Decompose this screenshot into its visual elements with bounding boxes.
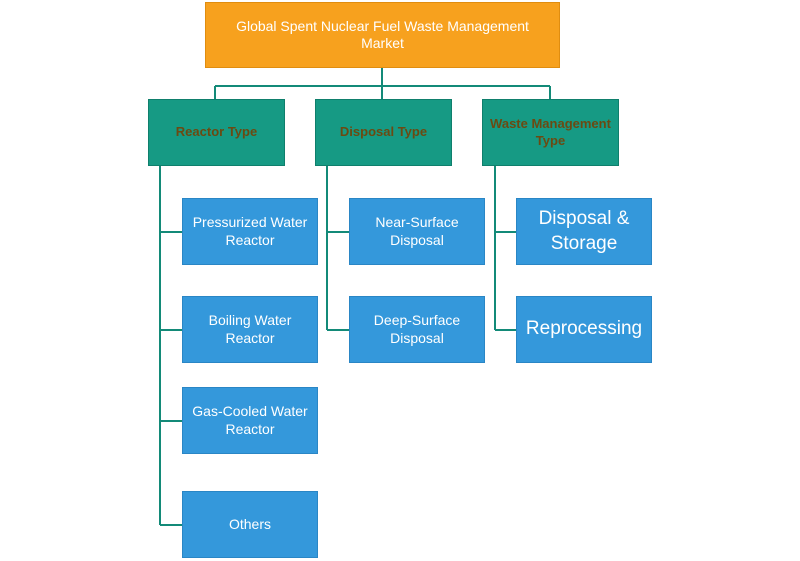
leaf-deep-surface-disposal: Deep-Surface Disposal: [349, 296, 485, 363]
leaf-label: Boiling Water Reactor: [208, 312, 292, 346]
leaf-disposal-and-storage: Disposal & Storage: [516, 198, 652, 265]
category-waste-management-type: Waste Management Type: [482, 99, 619, 166]
leaf-gas-cooled-water-reactor: Gas-Cooled Water Reactor: [182, 387, 318, 454]
category-label: Disposal Type: [339, 124, 428, 140]
category-reactor-type: Reactor Type: [148, 99, 285, 166]
leaf-label: Gas-Cooled Water Reactor: [192, 403, 308, 437]
root-node: Global Spent Nuclear Fuel Waste Manageme…: [205, 2, 560, 68]
category-label: Waste Management Type: [490, 116, 611, 148]
leaf-pressurized-water-reactor: Pressurized Water Reactor: [182, 198, 318, 265]
leaf-label: Reprocessing: [525, 318, 643, 340]
leaf-near-surface-disposal: Near-Surface Disposal: [349, 198, 485, 265]
leaf-boiling-water-reactor: Boiling Water Reactor: [182, 296, 318, 363]
category-disposal-type: Disposal Type: [315, 99, 452, 166]
root-label: Global Spent Nuclear Fuel Waste Manageme…: [236, 17, 529, 52]
leaf-label: Deep-Surface Disposal: [373, 312, 461, 346]
leaf-reprocessing: Reprocessing: [516, 296, 652, 363]
category-label: Reactor Type: [175, 124, 258, 140]
leaf-label: Others: [228, 515, 271, 532]
leaf-label: Pressurized Water Reactor: [192, 214, 308, 248]
leaf-others: Others: [182, 491, 318, 558]
leaf-label: Disposal & Storage: [538, 207, 630, 254]
leaf-label: Near-Surface Disposal: [375, 214, 459, 248]
